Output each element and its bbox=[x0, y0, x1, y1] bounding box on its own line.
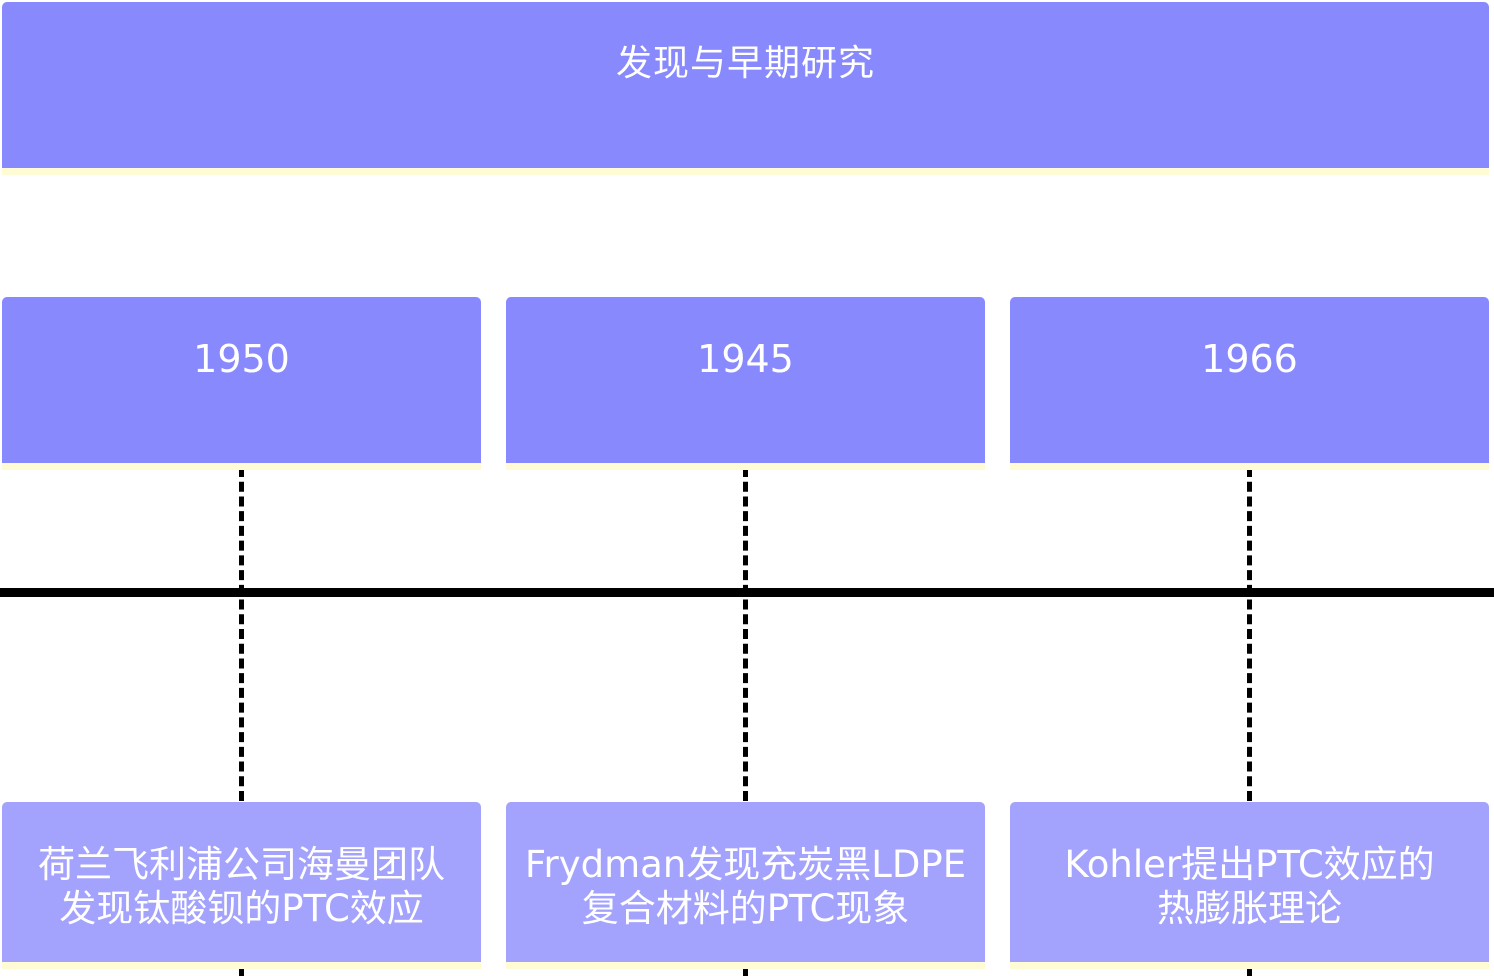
connector-line-1966 bbox=[1247, 467, 1252, 801]
connector-tail-1950 bbox=[239, 969, 244, 976]
year-label-2: 1945 bbox=[697, 337, 794, 381]
connector-line-1945 bbox=[743, 467, 748, 801]
event-box-2: Frydman发现充炭黑LDPE 复合材料的PTC现象 bbox=[506, 802, 985, 969]
connector-line-1950 bbox=[239, 467, 244, 801]
event-text-2-line-1: Frydman发现充炭黑LDPE bbox=[524, 843, 967, 886]
connector-tail-1966 bbox=[1247, 969, 1252, 976]
event-text-3-line-1: Kohler提出PTC效应的 bbox=[1064, 843, 1435, 886]
year-box-1: 1950 bbox=[2, 297, 481, 470]
timeline-title: 发现与早期研究 bbox=[615, 43, 875, 84]
year-label-1: 1950 bbox=[193, 337, 290, 381]
event-text-3: Kohler提出PTC效应的 热膨胀理论 bbox=[1054, 843, 1444, 931]
event-text-2: Frydman发现充炭黑LDPE 复合材料的PTC现象 bbox=[515, 843, 976, 931]
timeline-header: 发现与早期研究 bbox=[2, 2, 1489, 175]
event-text-1: 荷兰飞利浦公司海曼团队 发现钛酸钡的PTC效应 bbox=[28, 843, 455, 931]
year-box-3: 1966 bbox=[1010, 297, 1489, 470]
event-text-1-line-1: 荷兰飞利浦公司海曼团队 bbox=[38, 843, 445, 886]
event-text-3-line-2: 热膨胀理论 bbox=[1157, 887, 1342, 930]
connector-tail-1945 bbox=[743, 969, 748, 976]
event-text-1-line-2: 发现钛酸钡的PTC效应 bbox=[59, 887, 424, 930]
event-box-3: Kohler提出PTC效应的 热膨胀理论 bbox=[1010, 802, 1489, 969]
year-box-2: 1945 bbox=[506, 297, 985, 470]
year-label-3: 1966 bbox=[1201, 337, 1298, 381]
timeline-axis bbox=[0, 588, 1494, 597]
event-text-2-line-2: 复合材料的PTC现象 bbox=[581, 887, 910, 930]
event-box-1: 荷兰飞利浦公司海曼团队 发现钛酸钡的PTC效应 bbox=[2, 802, 481, 969]
